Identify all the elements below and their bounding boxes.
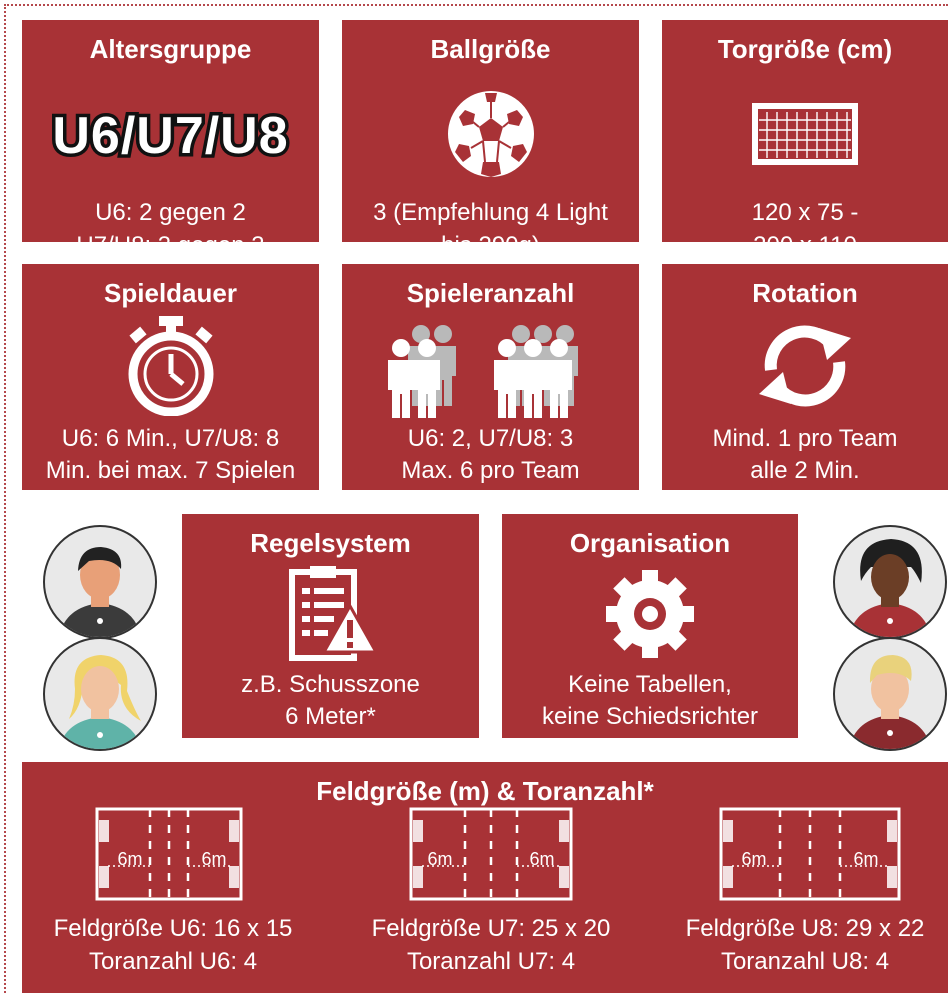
tile-desc-2: bis 290g) (441, 232, 540, 259)
coach-avatar-icon (833, 637, 947, 751)
tile-title: Spieldauer (104, 278, 237, 308)
football-icon (447, 91, 534, 177)
dotted-frame-left (4, 4, 6, 993)
zone-label-right: 6m (853, 849, 879, 869)
tile-title: Spieleranzahl (406, 278, 575, 308)
tile-desc-1: z.B. Schusszone (241, 671, 420, 698)
field-size-label: Feldgröße U6: 16 x 15 (53, 915, 293, 942)
tile-desc-2: 200 x 110 (753, 232, 857, 259)
tile-desc-1: 3 (Empfehlung 4 Light (373, 199, 608, 226)
zone-label-right: 6m (529, 849, 555, 869)
tile-title: Torgröße (cm) (717, 34, 893, 64)
banner-title: Feldgröße (m) & Toranzahl* (316, 776, 654, 806)
dotted-frame-top (4, 4, 948, 6)
stopwatch-icon (128, 316, 213, 416)
tile-title: Altersgruppe (89, 34, 252, 64)
gear-icon (606, 570, 694, 658)
tile-desc-1: 120 x 75 - (751, 199, 859, 226)
tile-title: Organisation (569, 528, 731, 558)
tile-desc-2: keine Schiedsrichter (541, 703, 759, 730)
coach-avatar-icon (43, 525, 157, 639)
goal-count-label: Toranzahl U6: 4 (88, 948, 258, 975)
banner-feldgroesse: Feldgröße (m) & Toranzahl* (22, 762, 948, 993)
coach-avatar-icon (833, 525, 947, 639)
field-diagram-u7 (409, 807, 573, 901)
tile-desc-1: U6: 2 gegen 2 (95, 199, 246, 226)
tile-spieldauer: Spieldauer U6: 6 Min., U7/U8: 8 Min. bei… (22, 264, 319, 490)
tile-desc-1: Mind. 1 pro Team (712, 425, 898, 452)
tile-altersgruppe: Altersgruppe U6/U7/U8 U6: 2 gegen 2 U7/U… (22, 20, 319, 259)
tile-ballgroesse: Ballgröße 3 (Empfehlung 4 Light bis 290g… (342, 20, 639, 259)
tile-desc-1: U6: 6 Min., U7/U8: 8 (61, 425, 280, 452)
tile-desc-2: Min. bei max. 7 Spielen (45, 457, 296, 484)
field-diagram-u6 (95, 807, 243, 901)
goal-count-label: Toranzahl U8: 4 (720, 948, 890, 975)
field-diagram-u8 (719, 807, 901, 901)
tile-desc-1: U6: 2, U7/U8: 3 (407, 425, 574, 452)
tile-desc-2: 6 Meter* (285, 703, 376, 730)
zone-label-left: 6m (117, 849, 143, 869)
tile-title: Ballgröße (430, 34, 551, 64)
rotation-arrows-icon (759, 325, 851, 407)
tile-desc-1: Keine Tabellen, (568, 671, 732, 698)
tile-title: Rotation (752, 278, 858, 308)
field-size-label: Feldgröße U8: 29 x 22 (685, 915, 925, 942)
tile-torgroesse: Torgröße (cm) 120 x 75 - 200 x 110 (662, 20, 948, 259)
tile-desc-2: U7/U8: 3 gegen 3 (76, 232, 265, 259)
goal-count-label: Toranzahl U7: 4 (406, 948, 576, 975)
goal-icon (752, 103, 858, 165)
zone-label-left: 6m (427, 849, 453, 869)
age-group-big-label: U6/U7/U8 (49, 104, 291, 169)
tile-title: Regelsystem (250, 528, 411, 558)
clipboard-warning-icon (288, 566, 378, 661)
zone-label-right: 6m (201, 849, 227, 869)
field-size-label: Feldgröße U7: 25 x 20 (371, 915, 611, 942)
tile-rotation: Rotation Mind. 1 pro Team alle 2 Min. (662, 264, 948, 490)
tile-organisation: Organisation Keine Tabellen, keine Schie… (502, 514, 798, 738)
players-icon (387, 325, 578, 418)
coach-avatar-icon (43, 637, 157, 751)
tile-desc-2: Max. 6 pro Team (401, 457, 580, 484)
tile-desc-2: alle 2 Min. (750, 457, 860, 484)
tile-spieleranzahl: Spieleranzahl U6: 2, U7/U8: 3 Max. 6 pro… (342, 264, 639, 490)
tile-regelsystem: Regelsystem z.B. Schusszone 6 Meter* (182, 514, 479, 738)
zone-label-left: 6m (741, 849, 767, 869)
